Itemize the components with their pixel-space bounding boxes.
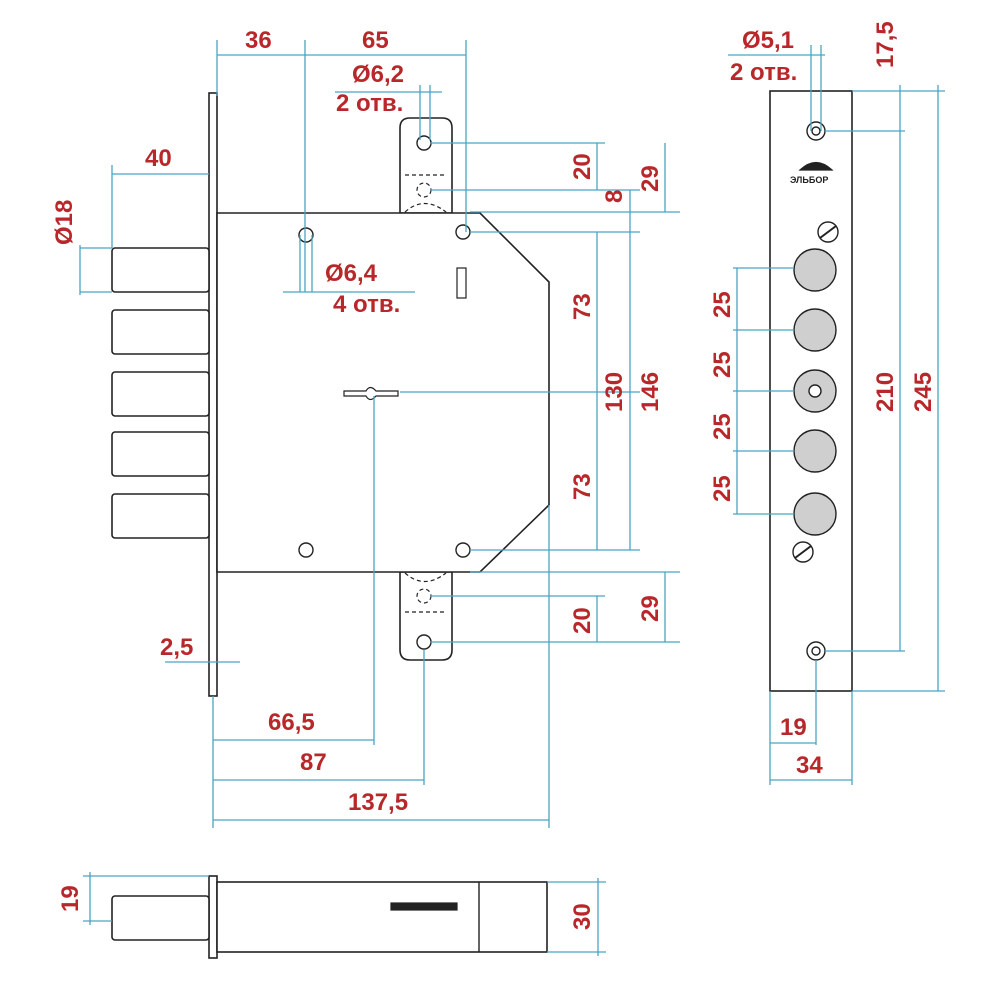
dim-73-bottom: 73: [569, 473, 596, 500]
bottom-bolt: [111, 895, 210, 941]
dim-dia-6-2: Ø6,2: [352, 61, 404, 88]
tab-slot-hidden: [404, 174, 447, 213]
dim-2-holes-b: 2 отв.: [730, 59, 797, 86]
mounting-hole: [455, 542, 471, 558]
bolt-head: [793, 248, 837, 292]
bottom-body: [216, 881, 548, 953]
bolt: [111, 431, 210, 477]
bolt: [111, 247, 210, 293]
dim-25-2: 25: [709, 351, 736, 378]
dim-19-bottom: 19: [57, 885, 84, 912]
bottom-view: 19 30: [57, 872, 606, 959]
dim-29-top: 29: [637, 165, 664, 192]
dim-245: 245: [910, 372, 937, 412]
bottom-dimension-lines: [83, 872, 606, 956]
faceplate-dimension-lines: [728, 45, 945, 785]
dim-146: 146: [637, 372, 664, 412]
dim-25-4: 25: [709, 475, 736, 502]
dim-40: 40: [145, 145, 172, 172]
bottom-mounting-tab: [399, 571, 453, 661]
dim-25-3: 25: [709, 413, 736, 440]
tab-slot-hidden: [404, 572, 447, 613]
front-faceplate: [208, 92, 218, 697]
dim-25-1: 25: [709, 291, 736, 318]
faceplate-hole-top-inner: [811, 126, 821, 136]
dim-65: 65: [362, 27, 389, 54]
dim-34: 34: [796, 752, 823, 779]
bolt-head: [793, 308, 837, 352]
front-dimension-lines: [79, 40, 680, 828]
dim-20-top: 20: [569, 153, 596, 180]
screw-top: [817, 221, 839, 243]
bolt-head: [793, 492, 837, 536]
tab-hole: [416, 135, 432, 151]
faceplate-hole-bottom-inner: [811, 646, 821, 656]
brand-logo-text: ЭЛЬБОР: [790, 175, 828, 185]
dim-210: 210: [872, 372, 899, 412]
bolt: [111, 371, 210, 417]
screw-bottom: [792, 541, 814, 563]
top-mounting-tab: [399, 117, 453, 214]
dim-130: 130: [601, 372, 628, 412]
brand-logo: ЭЛЬБОР: [790, 161, 834, 185]
dim-dia-6-4: Ø6,4: [325, 260, 378, 287]
faceplate-view: ЭЛЬБОР: [709, 21, 945, 785]
dim-2-5: 2,5: [160, 634, 193, 661]
dim-30: 30: [569, 903, 596, 930]
dim-2-holes-a: 2 отв.: [336, 90, 403, 117]
dim-73-top: 73: [569, 293, 596, 320]
spindle-slot: [456, 267, 467, 299]
dim-dia-18: Ø18: [51, 200, 78, 245]
tab-hole: [416, 634, 432, 650]
dim-87: 87: [300, 749, 327, 776]
dim-20-bottom: 20: [569, 607, 596, 634]
dim-4-holes: 4 отв.: [333, 291, 400, 318]
bolt: [111, 493, 210, 539]
keyhole: [343, 386, 399, 401]
dim-29-bottom: 29: [637, 595, 664, 622]
dim-dia-5-1: Ø5,1: [742, 27, 794, 54]
dim-66-5: 66,5: [268, 709, 315, 736]
dim-17-5: 17,5: [872, 21, 899, 68]
bolts: [111, 247, 210, 539]
dim-36: 36: [245, 27, 272, 54]
bolt-head: [793, 429, 837, 473]
dim-19-faceplate: 19: [780, 714, 807, 741]
mounting-hole: [298, 227, 314, 243]
dim-137-5: 137,5: [348, 789, 408, 816]
mounting-hole: [455, 224, 471, 240]
dim-8: 8: [601, 190, 628, 203]
bolt-center-hole: [808, 384, 822, 398]
bottom-slot: [390, 902, 458, 911]
front-view: 36 65 Ø6,2 2 отв. 40 Ø18 Ø6,4 4 отв. 20 …: [51, 27, 680, 828]
bottom-faceplate: [208, 875, 218, 959]
bolt: [111, 309, 210, 355]
mounting-hole: [298, 542, 314, 558]
